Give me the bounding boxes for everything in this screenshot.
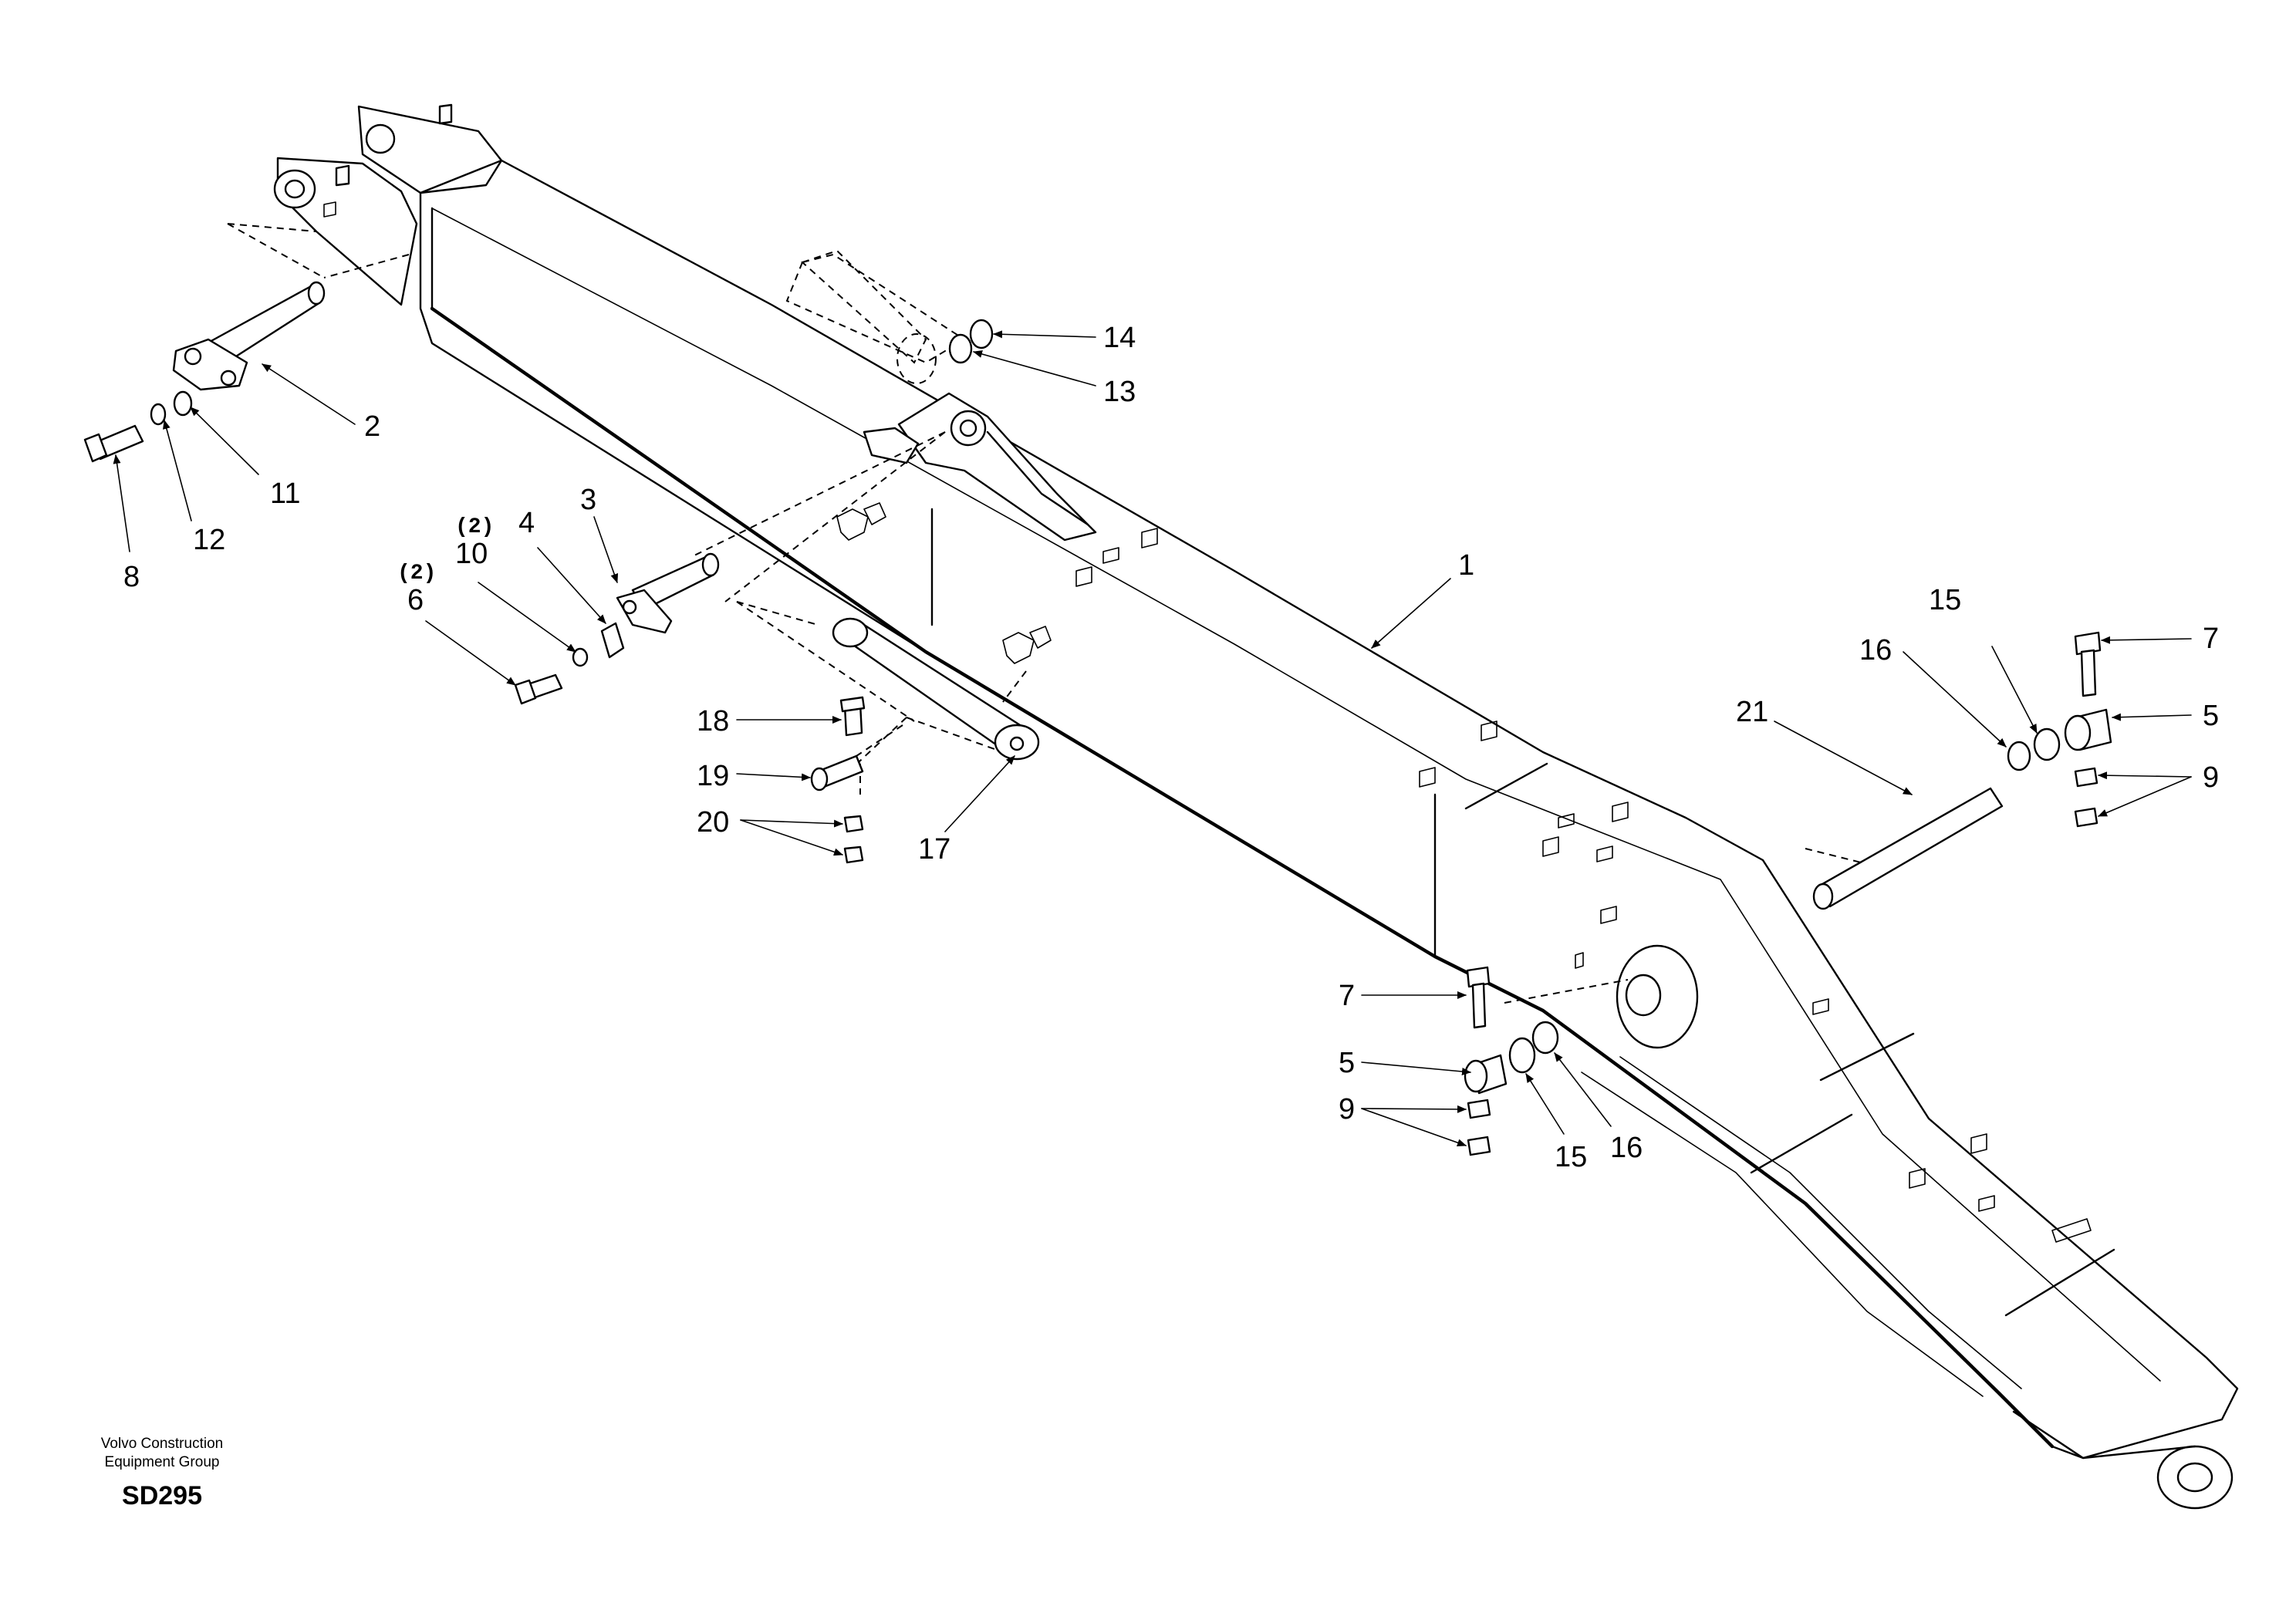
callout-17: 17 [918, 833, 950, 866]
callout-15-center: 15 [1555, 1141, 1587, 1173]
part-8-bolt [83, 424, 144, 463]
assembly-dashed-lines [227, 223, 1899, 1004]
drawing-code: SD295 [122, 1481, 202, 1510]
company-name-line-2: Equipment Group [104, 1454, 220, 1470]
part-4-plate [600, 622, 625, 659]
parts [83, 249, 2112, 1156]
part-6-bolt [514, 673, 563, 705]
callout-8: 8 [123, 561, 140, 593]
part-18-bolt [839, 696, 866, 737]
callout-10: 10 [455, 538, 488, 570]
part-16-washer-right [2007, 741, 2031, 771]
callout-7-center: 7 [1339, 980, 1355, 1012]
callout-11: 11 [270, 478, 300, 510]
callout-10-quantity: (2) [455, 515, 494, 539]
part-9-nut-right-a [2074, 767, 2098, 788]
callout-3: 3 [580, 484, 596, 516]
part-5-bushing-center [1464, 1054, 1508, 1095]
part-5-bushing-right [2064, 708, 2112, 751]
part-9-nut-center-b [1467, 1136, 1491, 1156]
part-9-nut-center-a [1467, 1099, 1491, 1119]
part-15-washer-center [1508, 1037, 1536, 1074]
part-3-pin [616, 552, 720, 634]
callout-16-right: 16 [1859, 634, 1892, 667]
part-13-washer [948, 333, 973, 364]
callout-5-right: 5 [2203, 700, 2219, 732]
leader-lines [113, 330, 2192, 1147]
callout-9-right: 9 [2203, 761, 2219, 794]
part-20-nut-a [843, 815, 864, 833]
callout-2: 2 [364, 410, 380, 443]
part-15-washer-right [2033, 727, 2061, 761]
callout-4: 4 [518, 507, 535, 539]
part-7-bolt-right [2074, 631, 2102, 697]
part-10-washer [572, 647, 589, 667]
part-11-washer [173, 390, 193, 417]
part-16-washer-center [1531, 1021, 1559, 1055]
callout-16-center: 16 [1610, 1132, 1643, 1164]
callout-12: 12 [193, 524, 225, 556]
callout-7-right: 7 [2203, 623, 2219, 655]
part-20-nut-b [843, 845, 864, 864]
callout-15-right: 15 [1929, 584, 1961, 616]
boom-structure [273, 103, 2239, 1510]
callout-19: 19 [697, 760, 729, 792]
part-7-bolt-center [1466, 966, 1491, 1029]
callout-9-center: 9 [1339, 1093, 1355, 1126]
callout-5-center: 5 [1339, 1047, 1355, 1079]
callout-21: 21 [1736, 696, 1768, 728]
part-19-bushing [810, 754, 864, 791]
callout-13: 13 [1103, 376, 1136, 408]
callout-18: 18 [697, 705, 729, 737]
callout-1: 1 [1458, 549, 1474, 582]
part-17-cylinder [832, 617, 1040, 761]
part-9-nut-right-b [2074, 807, 2098, 828]
part-2-pin [172, 281, 326, 391]
footer-block: Volvo Construction Equipment Group SD295 [77, 1435, 247, 1511]
callout-14: 14 [1103, 322, 1136, 354]
callout-labels: 1 2 3 4 (2) 10 (2) 6 8 12 11 14 13 18 19… [123, 322, 2219, 1173]
callout-6: 6 [407, 584, 424, 616]
company-name-line-1: Volvo Construction [100, 1436, 224, 1452]
callout-6-quantity: (2) [397, 562, 436, 586]
part-14-washer [969, 319, 994, 349]
part-12-washer [150, 403, 167, 426]
callout-20: 20 [697, 806, 729, 839]
part-21-pin [1812, 787, 2004, 910]
